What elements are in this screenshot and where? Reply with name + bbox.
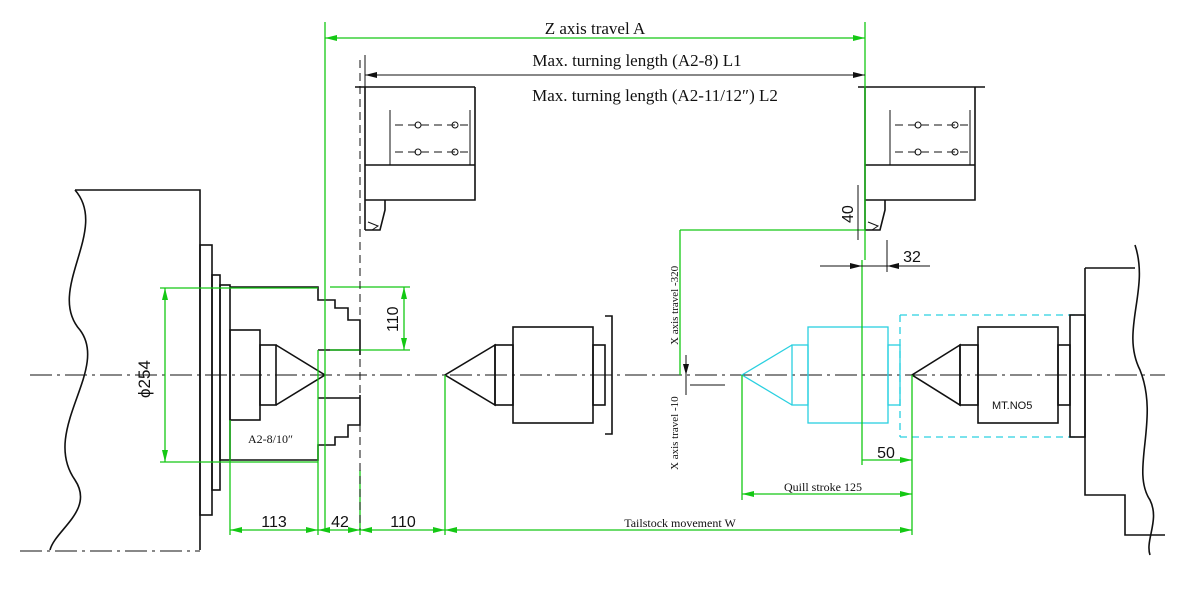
tailstock-quill-extended (740, 314, 1075, 438)
quill-stroke-label: Quill stroke 125 (784, 480, 862, 494)
morse-taper-label: MT.NO5 (992, 400, 1032, 412)
x-axis-travel-pos-label: X axis travel -320 (669, 265, 681, 345)
tailstock: MT.NO5 (910, 244, 1165, 556)
tailstock-quill-mid (443, 315, 613, 435)
x-axis-travel-neg-label: X axis travel -10 (669, 396, 681, 470)
chuck-diameter-label: ϕ254 (135, 360, 154, 398)
tailstock-movement-label: Tailstock movement W (624, 516, 736, 530)
z-axis-travel-label: Z axis travel A (545, 19, 646, 38)
spindle-nose-label: A2-8/10″ (248, 432, 293, 446)
dim-50: 50 (877, 445, 895, 462)
tool-turret-left (355, 86, 476, 231)
dim-42: 42 (331, 514, 349, 531)
tool-turret-right (858, 86, 985, 231)
dim-40: 40 (840, 205, 857, 223)
dim-32: 32 (903, 249, 921, 266)
dimension-lines (160, 22, 930, 535)
dim-110-bottom: 110 (390, 514, 416, 531)
chuck: A2-8/10″ (229, 286, 361, 461)
dim-110-side: 110 (385, 306, 402, 332)
dim-113: 113 (261, 514, 287, 531)
max-turning-l2-label: Max. turning length (A2-11/12″) L2 (532, 86, 778, 105)
max-turning-l1-label: Max. turning length (A2-8) L1 (532, 51, 741, 70)
